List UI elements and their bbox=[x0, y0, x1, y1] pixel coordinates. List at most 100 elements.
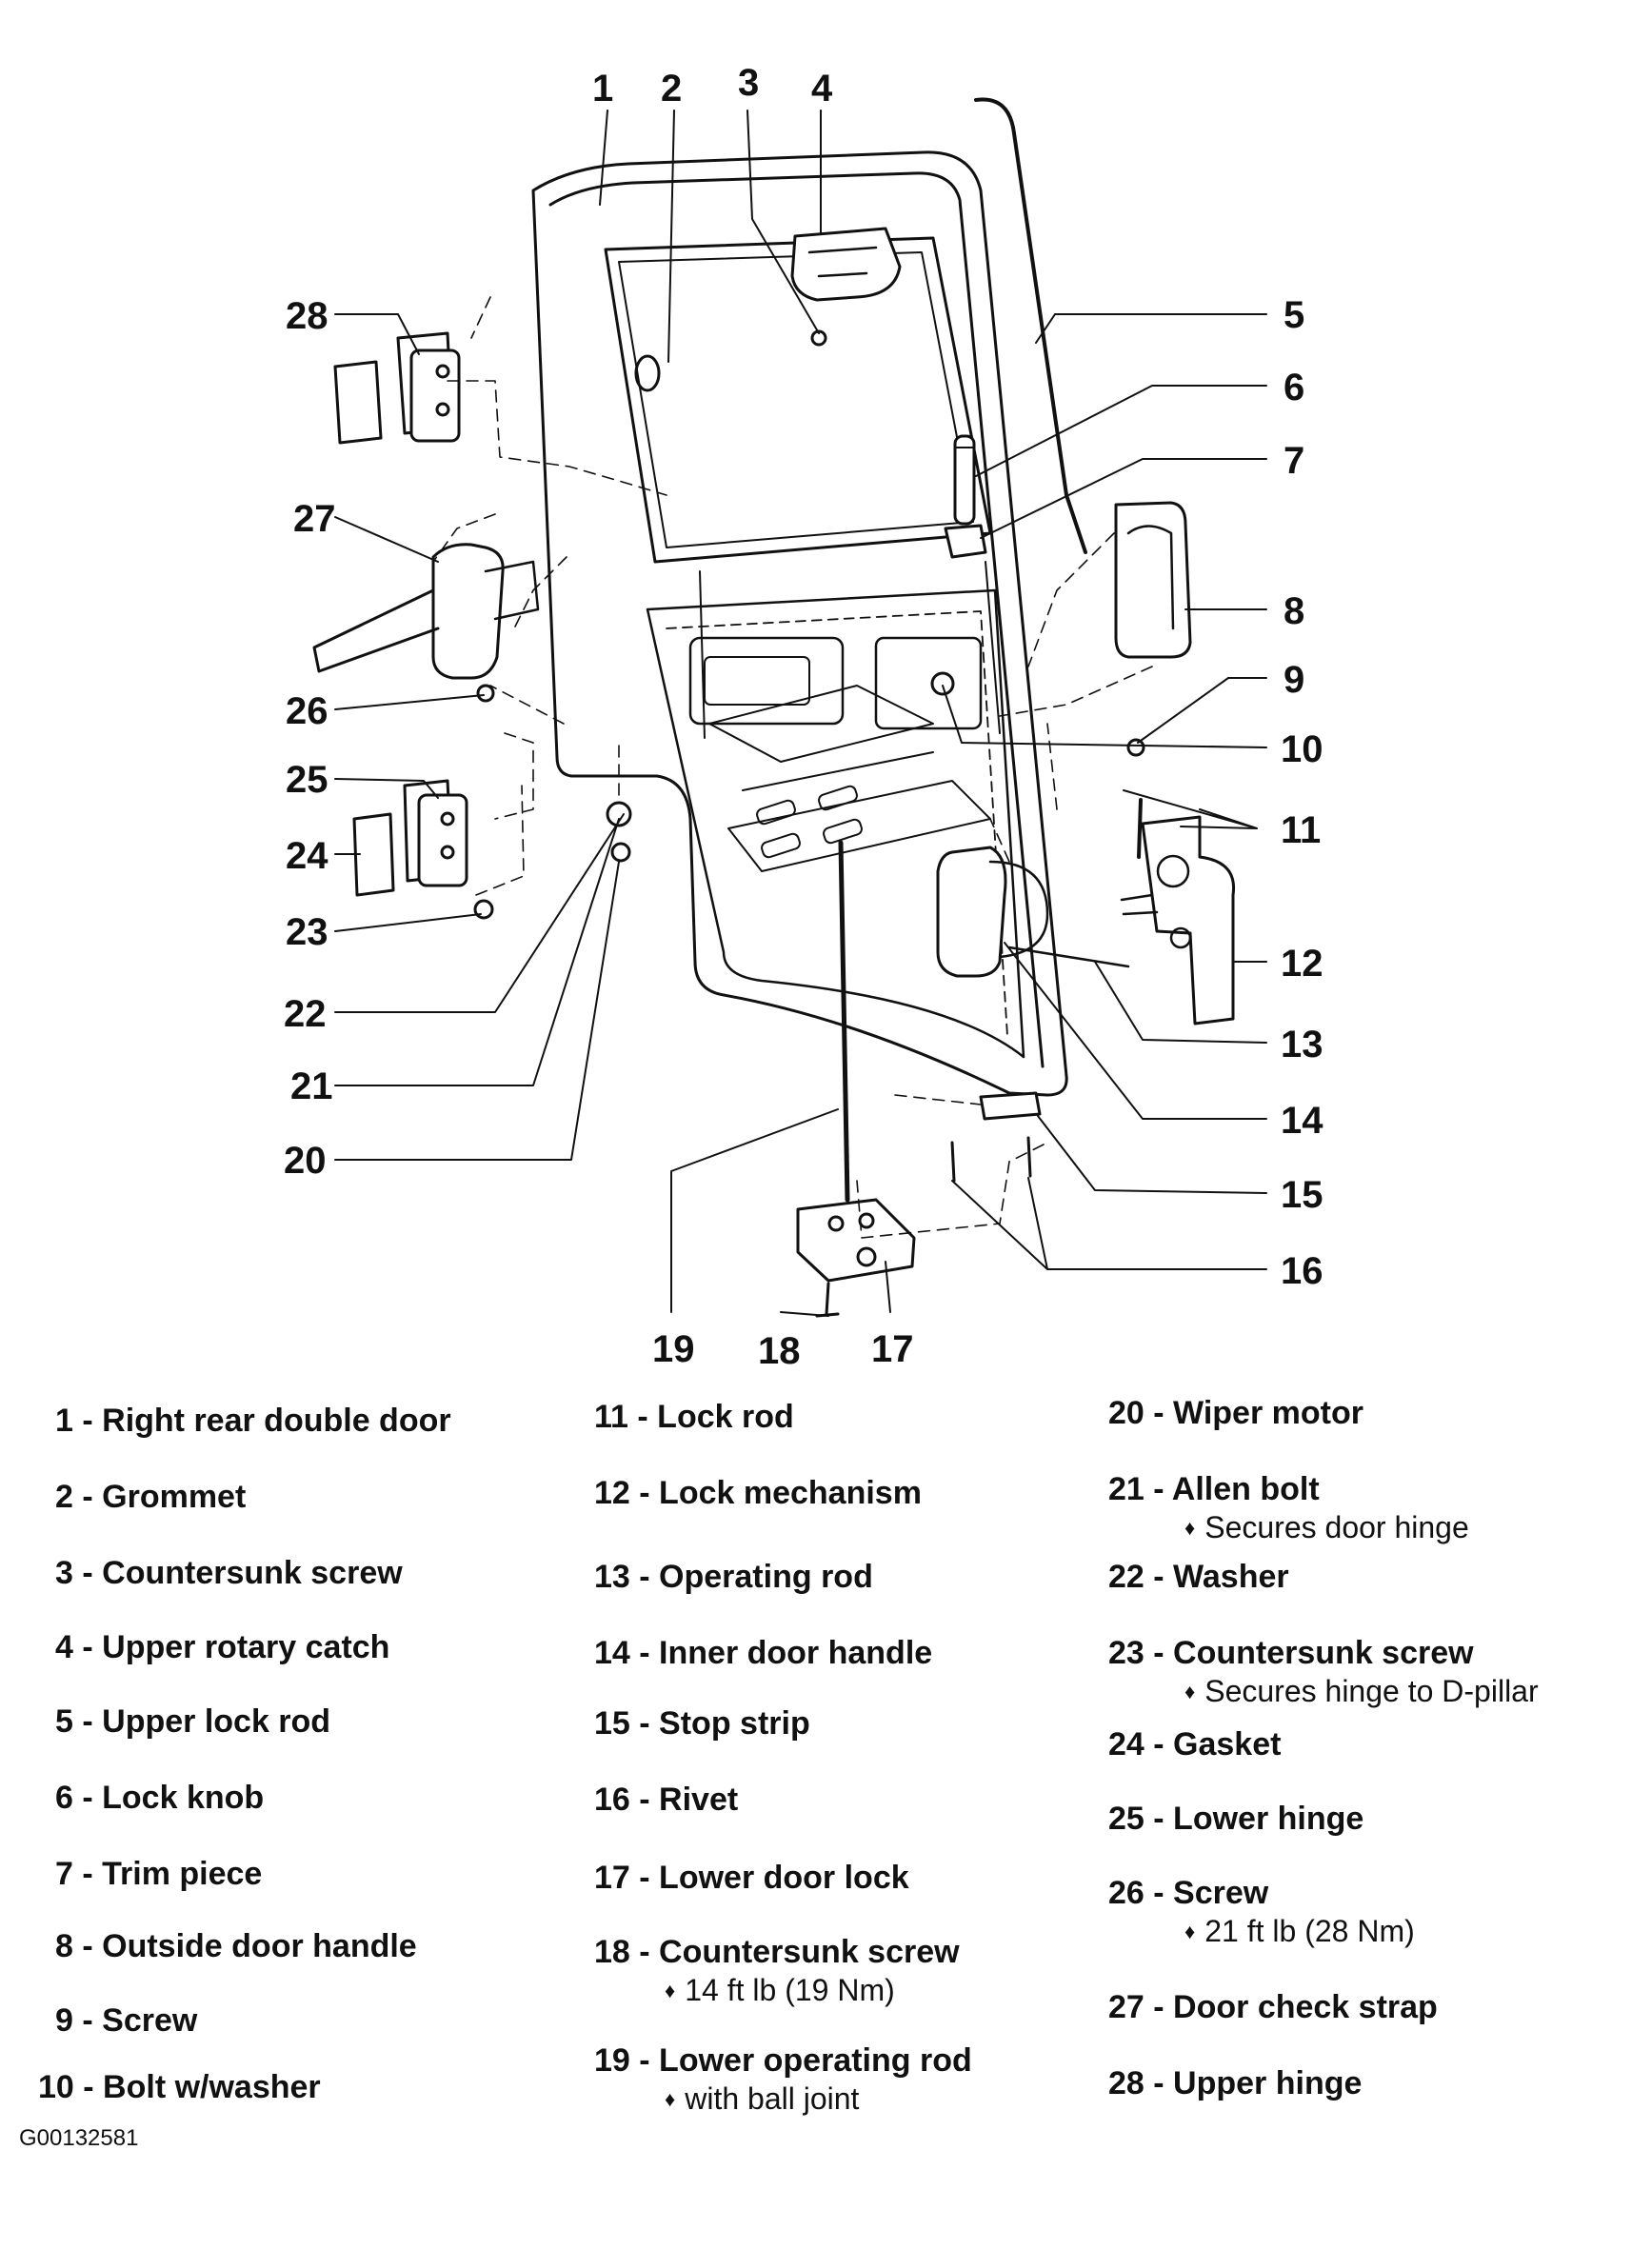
legend-item-11: 11 - Lock rod bbox=[594, 1399, 794, 1435]
legend-name: Trim piece bbox=[102, 1856, 263, 1892]
legend-num: 4 bbox=[55, 1629, 73, 1665]
legend-name: Countersunk screw bbox=[659, 1934, 960, 1970]
bullet-icon: ♦ bbox=[1184, 1680, 1196, 1703]
figure-id: G00132581 bbox=[19, 2125, 139, 2151]
legend-name: Right rear double door bbox=[102, 1403, 451, 1439]
legend-item-20: 20 - Wiper motor bbox=[1108, 1395, 1363, 1431]
callout-19: 19 bbox=[652, 1328, 695, 1370]
legend-name: Allen bolt bbox=[1171, 1471, 1320, 1507]
callout-numbers: 1 2 3 4 5 6 7 8 9 10 11 12 13 14 15 16 1… bbox=[284, 62, 1324, 1372]
callout-16: 16 bbox=[1281, 1250, 1324, 1292]
legend-item-4: 4 - Upper rotary catch bbox=[55, 1629, 390, 1665]
legend-name: Upper hinge bbox=[1173, 2065, 1363, 2101]
upper-hinge bbox=[396, 331, 461, 443]
callout-10: 10 bbox=[1281, 728, 1324, 770]
lock-knob bbox=[953, 434, 976, 526]
legend-num: 23 bbox=[1108, 1635, 1144, 1671]
legend-name: Door check strap bbox=[1173, 1989, 1438, 2025]
legend-name: Lower operating rod bbox=[659, 2042, 972, 2079]
legend-name: Countersunk screw bbox=[1173, 1635, 1474, 1671]
legend-name: Upper lock rod bbox=[102, 1703, 331, 1740]
legend-num: 10 bbox=[38, 2069, 74, 2105]
exploded-door-diagram: 1 2 3 4 5 6 7 8 9 10 11 12 13 14 15 16 1… bbox=[284, 62, 1324, 1372]
legend-item-3: 3 - Countersunk screw bbox=[55, 1555, 403, 1591]
lock-mechanism bbox=[1120, 815, 1236, 1025]
callout-12: 12 bbox=[1281, 943, 1324, 985]
legend-name: Bolt w/washer bbox=[103, 2069, 321, 2105]
legend-item-10: 10 - Bolt w/washer bbox=[38, 2069, 321, 2105]
callout-1: 1 bbox=[592, 68, 613, 110]
legend-name: Screw bbox=[102, 2002, 198, 2039]
legend-name: Lock rod bbox=[657, 1399, 794, 1435]
legend-num: 24 bbox=[1108, 1726, 1144, 1762]
bullet-icon: ♦ bbox=[665, 1979, 676, 2002]
legend-num: 8 bbox=[55, 1928, 73, 1964]
callout-18: 18 bbox=[758, 1330, 801, 1372]
legend-num: 3 bbox=[55, 1555, 73, 1591]
legend-name: Stop strip bbox=[659, 1705, 810, 1742]
legend-note: with ball joint bbox=[685, 2081, 860, 2116]
callout-26: 26 bbox=[286, 690, 328, 732]
legend-num: 1 bbox=[55, 1403, 73, 1439]
legend-item-5: 5 - Upper lock rod bbox=[55, 1703, 331, 1740]
legend-item-28: 28 - Upper hinge bbox=[1108, 2065, 1363, 2101]
callout-6: 6 bbox=[1284, 367, 1304, 408]
rivet-a bbox=[950, 1141, 956, 1183]
callout-24: 24 bbox=[286, 835, 328, 877]
legend-item-25: 25 - Lower hinge bbox=[1108, 1801, 1364, 1837]
legend-item-8: 8 - Outside door handle bbox=[55, 1928, 417, 1964]
upper-lock-rod bbox=[974, 97, 1087, 554]
legend-num: 2 bbox=[55, 1479, 73, 1515]
legend-name: Washer bbox=[1173, 1559, 1289, 1595]
callout-21: 21 bbox=[290, 1065, 333, 1107]
callout-22: 22 bbox=[284, 993, 327, 1035]
callout-13: 13 bbox=[1281, 1024, 1324, 1065]
callout-15: 15 bbox=[1281, 1174, 1324, 1216]
callout-5: 5 bbox=[1284, 294, 1304, 336]
countersunk-screw-23 bbox=[473, 899, 494, 920]
legend-num: 25 bbox=[1108, 1801, 1144, 1837]
lower-operating-rod bbox=[838, 840, 850, 1203]
upper-rotary-catch bbox=[790, 227, 902, 302]
legend-item-16: 16 - Rivet bbox=[594, 1782, 739, 1818]
legend-num: 20 bbox=[1108, 1395, 1144, 1431]
legend-name: Lock mechanism bbox=[659, 1475, 922, 1511]
callout-4: 4 bbox=[811, 68, 833, 110]
legend-note: 14 ft lb (19 Nm) bbox=[685, 1973, 895, 2007]
callout-14: 14 bbox=[1281, 1100, 1324, 1142]
legend-num: 17 bbox=[594, 1860, 630, 1896]
lower-hinge bbox=[403, 779, 468, 887]
screw-26 bbox=[476, 684, 495, 703]
legend-item-23: 23 - Countersunk screw♦Secures hinge to … bbox=[1108, 1635, 1539, 1708]
callout-23: 23 bbox=[286, 911, 328, 953]
legend-num: 28 bbox=[1108, 2065, 1144, 2101]
countersunk-screw-18 bbox=[815, 1282, 840, 1318]
inner-door-handle bbox=[936, 846, 1130, 978]
legend-name: Screw bbox=[1173, 1875, 1269, 1911]
leader-lines bbox=[334, 110, 1267, 1317]
legend-num: 16 bbox=[594, 1782, 630, 1818]
legend-num: 9 bbox=[55, 2002, 73, 2039]
legend-name: Rivet bbox=[659, 1782, 739, 1818]
callout-8: 8 bbox=[1284, 590, 1304, 632]
legend-name: Upper rotary catch bbox=[102, 1629, 390, 1665]
legend-num: 6 bbox=[55, 1780, 73, 1816]
grommet bbox=[634, 354, 661, 392]
legend-note: Secures hinge to D-pillar bbox=[1204, 1674, 1539, 1708]
countersunk-screw-3 bbox=[810, 329, 827, 347]
washer-22 bbox=[606, 801, 632, 827]
lock-rod bbox=[1137, 798, 1143, 859]
legend-name: Lock knob bbox=[102, 1780, 265, 1816]
callout-17: 17 bbox=[871, 1328, 914, 1370]
legend-num: 26 bbox=[1108, 1875, 1144, 1911]
legend-name: Gasket bbox=[1173, 1726, 1282, 1762]
screw-9 bbox=[1126, 738, 1145, 757]
upper-hinge-gasket bbox=[333, 360, 383, 445]
legend-num: 14 bbox=[594, 1635, 630, 1671]
lower-hinge-gasket bbox=[352, 812, 395, 897]
legend-note: 21 ft lb (28 Nm) bbox=[1204, 1914, 1415, 1948]
legend-item-6: 6 - Lock knob bbox=[55, 1780, 265, 1816]
callout-9: 9 bbox=[1284, 659, 1304, 701]
legend-name: Inner door handle bbox=[659, 1635, 933, 1671]
legend-item-14: 14 - Inner door handle bbox=[594, 1635, 933, 1671]
